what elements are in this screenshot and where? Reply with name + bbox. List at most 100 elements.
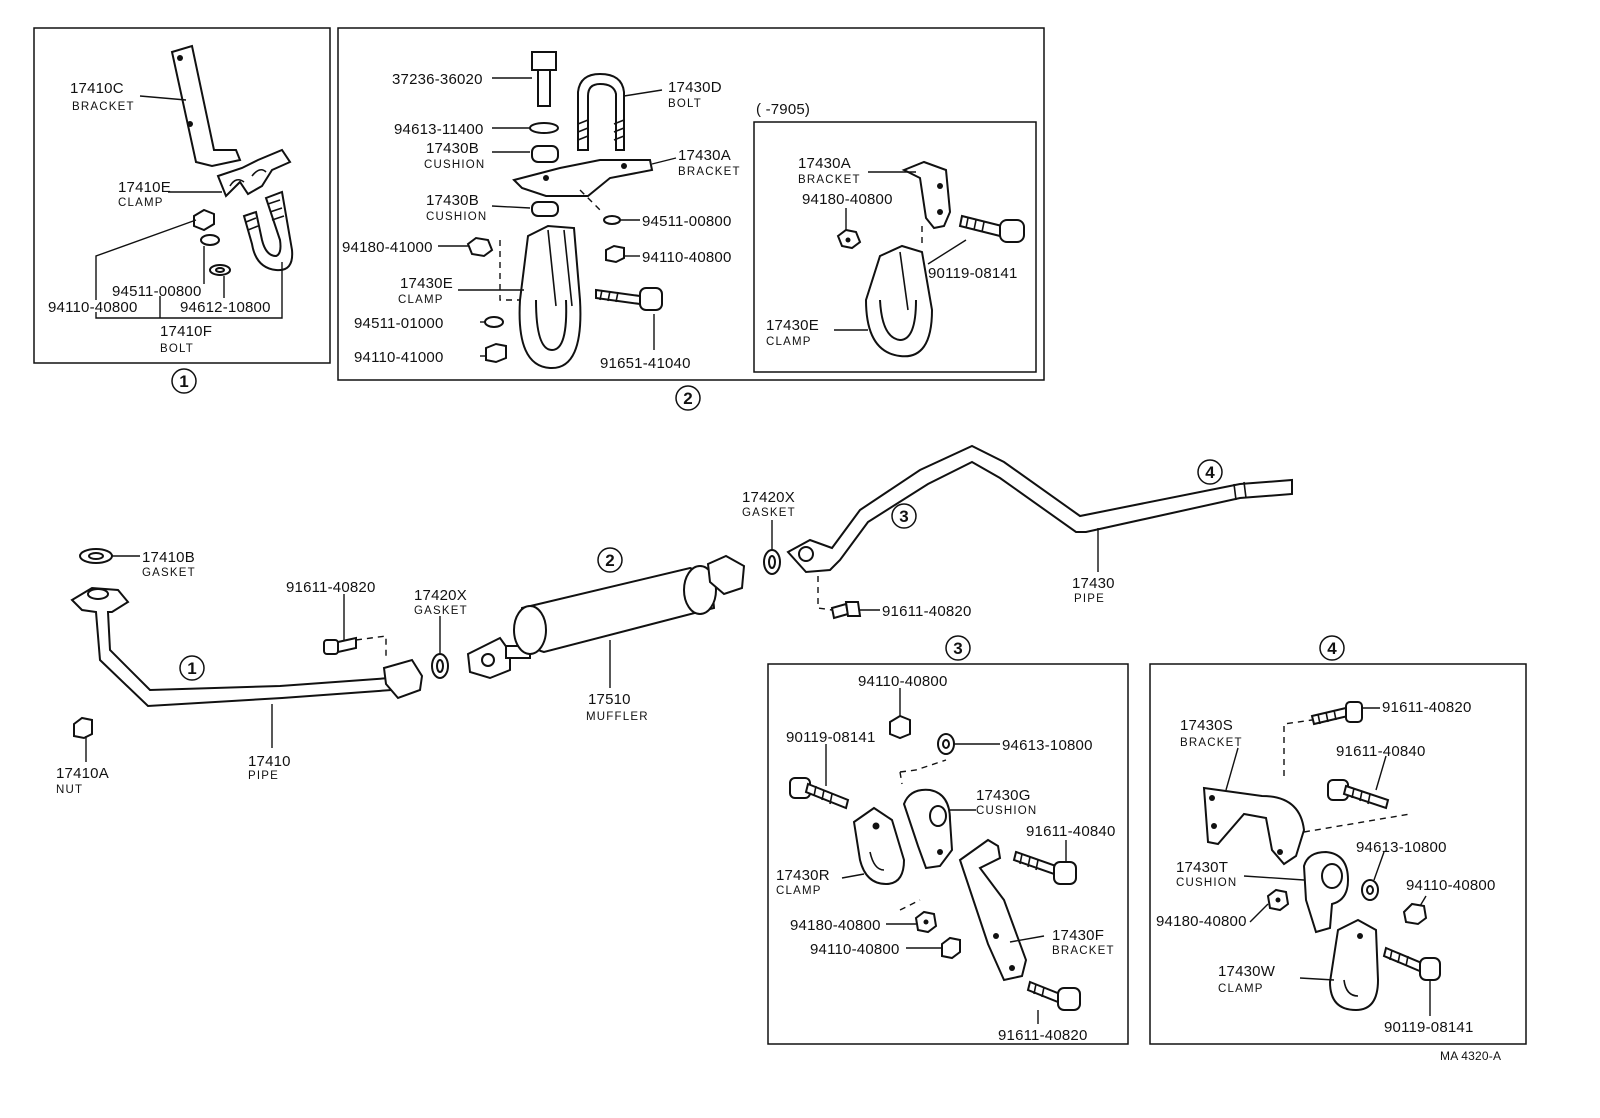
label-b4-90119-08141: 90119-08141 [1384,1019,1474,1036]
detail-box-3 [767,663,1129,1045]
main-front-pipe-17410 [70,586,424,708]
leader-17430b-bottom [491,205,531,209]
box1-ubolt-part [242,190,294,272]
label-94511-01000: 94511-01000 [354,315,444,332]
box1-clamp-part [216,148,292,198]
detail-box-2 [337,27,1045,381]
label-17420x-b-name: GASKET [742,507,796,519]
box3-clamp-17430r [852,806,906,886]
box3-cushion-17430g [902,788,954,870]
label-b4-91611-40840: 91611-40840 [1336,743,1426,760]
label-b3-94110-40800-top: 94110-40800 [858,673,948,690]
main-bolt-91611-a [323,636,357,655]
label-inset-90119-08141: 90119-08141 [928,265,1018,282]
main-tail-pipe-17430 [786,444,1293,574]
label-17420x-b: 17420X [742,489,795,506]
leader-94110-40800-b1 [95,219,197,300]
inset-clamp-17430e [864,244,934,358]
label-37236-36020: 37236-36020 [392,71,483,88]
label-17430: 17430 [1072,575,1115,592]
label-b3-94110-40800-bottom: 94110-40800 [810,941,900,958]
label-17430a: 17430A [678,147,731,164]
box3-nut-bottom [941,936,961,960]
callout-circle-4-box [1319,635,1345,661]
label-b4-17430w-name: CLAMP [1218,983,1264,995]
box4-bracket-17430s [1202,786,1306,866]
label-b4-17430t-name: CUSHION [1176,877,1237,889]
label-17430-name: PIPE [1074,593,1105,605]
callout-2-main: 2 [605,551,614,570]
label-91651-41040: 91651-41040 [600,355,691,372]
label-17410e: 17410E [118,179,171,196]
label-b4-91611-40820: 91611-40820 [1382,699,1472,716]
label-17430b-bottom-name: CUSHION [426,211,487,223]
box3-washer [937,733,955,755]
inset-bolt-90119 [958,214,1025,243]
label-17410a-name: NUT [56,784,83,796]
box4-clamp-17430w [1328,918,1380,1012]
box3-nut-94180 [914,910,938,934]
label-94511-00800-b2: 94511-00800 [642,213,732,230]
main-muffler-17510 [466,554,746,680]
label-94511-00800-b1: 94511-00800 [112,283,202,300]
leader-b3-17430r [841,873,865,879]
label-b3-17430g: 17430G [976,787,1031,804]
box2-washer-top [529,122,559,134]
box4-bolt-91611-40820 [1310,701,1363,726]
label-b4-94613-10800: 94613-10800 [1356,839,1447,856]
label-17430e-b2-name: CLAMP [398,294,444,306]
label-inset-17430a: 17430A [798,155,851,172]
callout-circle-4-main [1197,459,1223,485]
label-17430b-top: 17430B [426,140,479,157]
inset-bracket-17430a [901,160,952,230]
label-b3-94180-40800: 94180-40800 [790,917,881,934]
label-b3-17430f: 17430F [1052,927,1104,944]
label-17430e-b2: 17430E [400,275,453,292]
label-b3-91611-40820: 91611-40820 [998,1027,1088,1044]
leader-inset-90119 [927,239,967,265]
label-17410e-name: CLAMP [118,197,164,209]
label-91611-40820-a: 91611-40820 [286,579,376,596]
label-b4-94180-40800: 94180-40800 [1156,913,1247,930]
box2-nut-41000-top [466,236,494,258]
callout-4-box: 4 [1327,639,1337,658]
label-17420x-a: 17420X [414,587,467,604]
callout-circle-3-main [891,503,917,529]
callout-3-main: 3 [899,507,908,526]
label-range-7905: ( -7905) [756,101,810,118]
box4-washer [1361,879,1379,901]
label-b3-17430r-name: CLAMP [776,885,822,897]
box3-assembly-dash-a [899,759,947,785]
label-inset-94180-40800: 94180-40800 [802,191,893,208]
label-b3-90119-08141: 90119-08141 [786,729,876,746]
label-17430b-bottom: 17430B [426,192,479,209]
box3-nut-top [889,714,911,740]
box4-cushion-17430t [1302,850,1350,934]
box4-bolt-90119 [1382,946,1441,981]
label-94110-40800-b1: 94110-40800 [48,299,138,316]
box3-bracket-17430f [958,838,1028,982]
callout-2-box: 2 [683,389,692,408]
leader-17410c [139,95,187,101]
label-17410c: 17410C [70,80,124,97]
label-17510: 17510 [588,691,631,708]
label-94110-41000: 94110-41000 [354,349,444,366]
main-gasket-17410b [79,548,113,564]
leader-b4-17430w [1299,977,1335,981]
callout-circle-1-main [179,655,205,681]
leader-17430a [651,157,677,165]
leader-b4-94110 [1419,895,1427,907]
box4-nut-94180 [1266,888,1290,912]
main-gasket-17420x-b [763,549,781,575]
detail-box-2-inset [753,121,1037,373]
main-assembly-dash-b [817,576,833,611]
label-94180-41000: 94180-41000 [342,239,433,256]
label-b3-17430g-name: CUSHION [976,805,1037,817]
main-nut-17410a [73,716,93,740]
box2-bolt-91651 [595,287,663,311]
leader-b4-91611-40840 [1375,755,1387,791]
box2-nut-41000-bottom [485,342,507,364]
callout-circle-1-box [171,368,197,394]
detail-box-1 [33,27,331,364]
label-b3-91611-40840: 91611-40840 [1026,823,1116,840]
